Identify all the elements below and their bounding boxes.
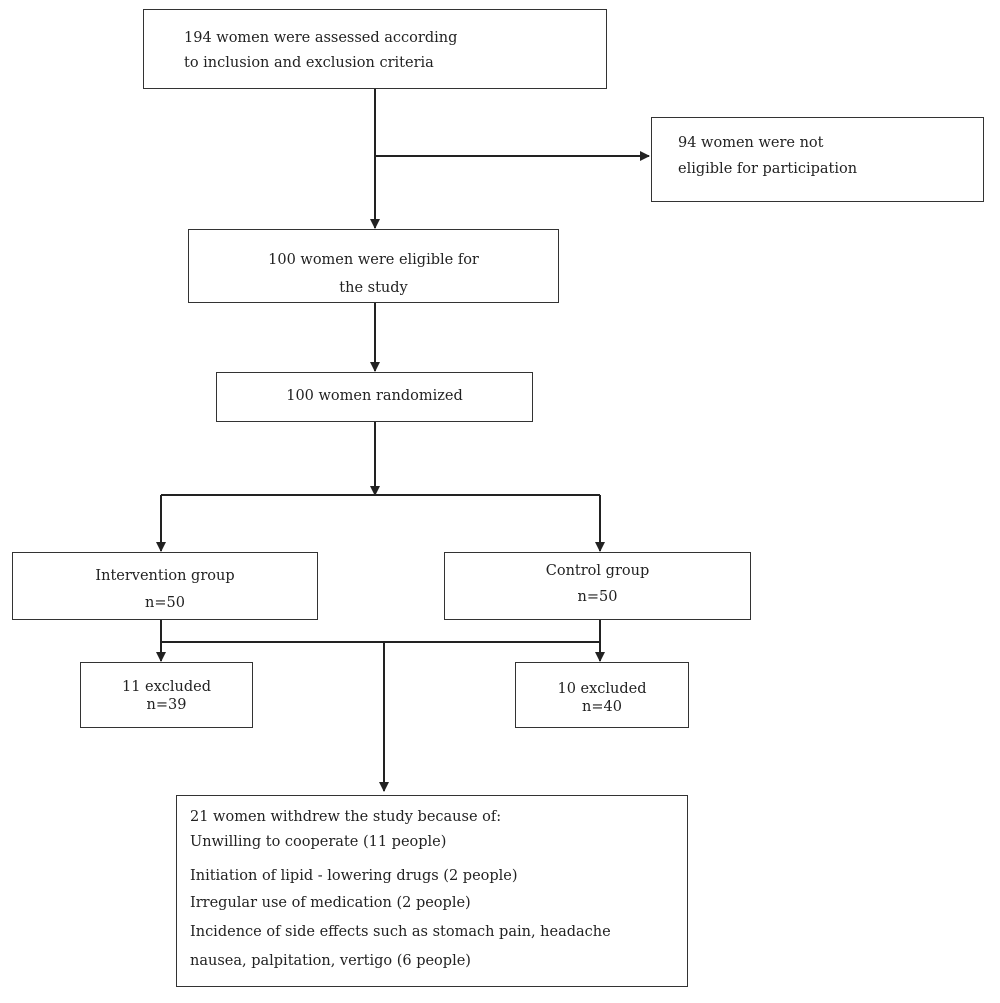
control-excluded-n: n=40: [582, 699, 622, 715]
eligible-box: 100 women were eligible for the study: [188, 229, 559, 303]
withdrawal-reason: Unwilling to cooperate (11 people): [190, 834, 447, 850]
intervention-group-label: Intervention group: [95, 568, 235, 584]
withdrawal-reason: Initiation of lipid - lowering drugs (2 …: [190, 868, 518, 884]
control-group-label: Control group: [545, 563, 650, 579]
screening-line2: to inclusion and exclusion criteria: [184, 55, 434, 71]
control-group-box: Control group n=50: [444, 552, 751, 620]
control-excluded-box: 10 excluded n=40: [515, 662, 689, 728]
withdrawal-reason: Incidence of side effects such as stomac…: [190, 924, 611, 940]
control-group-n: n=50: [577, 589, 618, 605]
intervention-excluded-n: n=39: [146, 697, 187, 713]
intervention-group-box: Intervention group n=50: [12, 552, 318, 620]
eligible-line1: 100 women were eligible for: [268, 252, 479, 268]
withdrawal-reason: nausea, palpitation, vertigo (6 people): [190, 953, 471, 969]
withdrawal-title: 21 women withdrew the study because of:: [190, 809, 502, 825]
not-eligible-line1: 94 women were not: [678, 135, 824, 151]
randomized-label: 100 women randomized: [286, 388, 463, 404]
intervention-group-n: n=50: [145, 595, 185, 611]
screening-line1: 194 women were assessed according: [184, 30, 458, 46]
withdrawal-box: 21 women withdrew the study because of: …: [176, 795, 688, 987]
control-excluded-label: 10 excluded: [557, 681, 647, 697]
not-eligible-line2: eligible for participation: [678, 161, 858, 177]
intervention-excluded-box: 11 excluded n=39: [80, 662, 253, 728]
screening-box: 194 women were assessed according to inc…: [143, 9, 607, 89]
eligible-line2: the study: [339, 280, 408, 296]
not-eligible-box: 94 women were not eligible for participa…: [651, 117, 984, 202]
intervention-excluded-label: 11 excluded: [121, 679, 212, 695]
withdrawal-reason: Irregular use of medication (2 people): [190, 895, 471, 911]
randomized-box: 100 women randomized: [216, 372, 533, 422]
